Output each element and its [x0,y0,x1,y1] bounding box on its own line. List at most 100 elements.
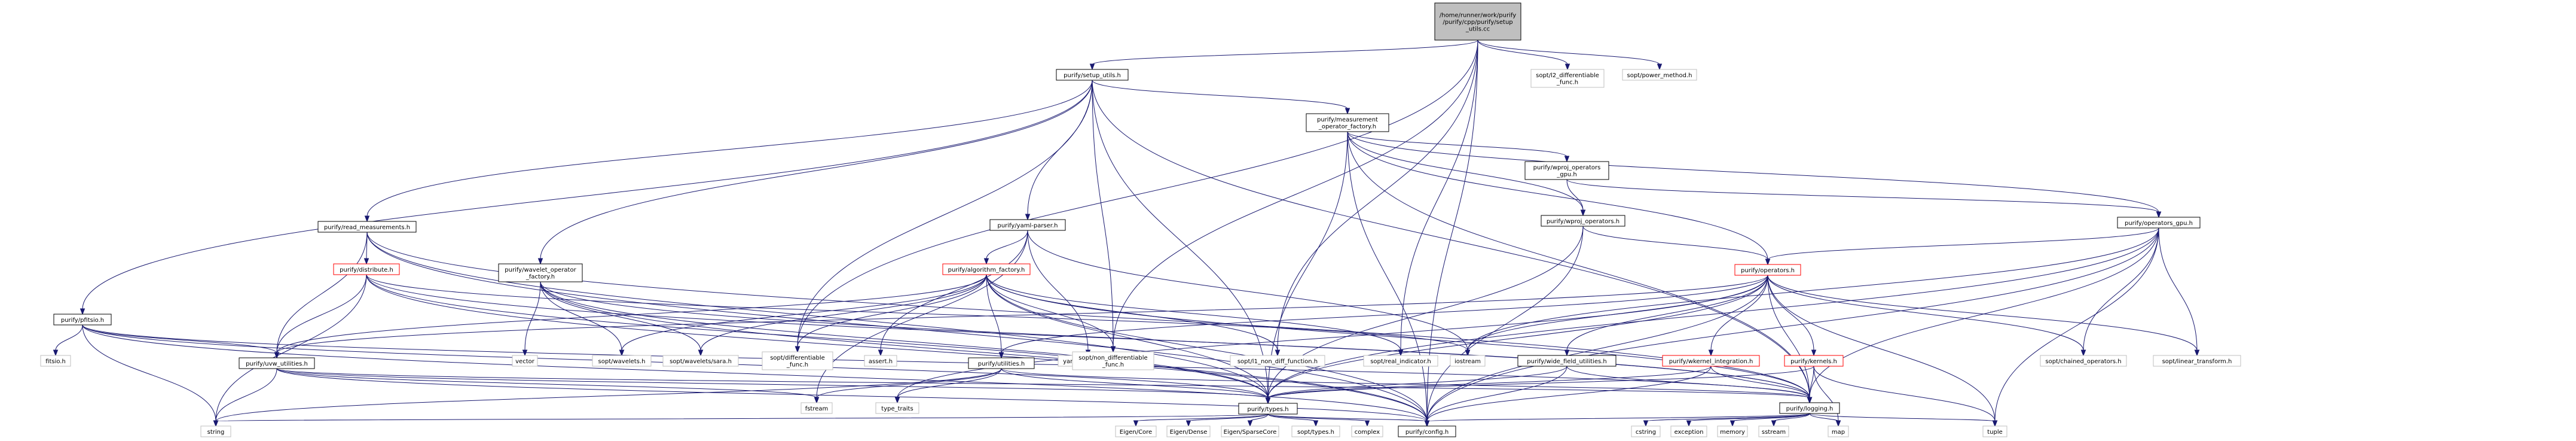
edge-operators_gpu-to-chained [2080,227,2159,357]
node-setup_utils[interactable]: purify/setup_utils.h [1056,69,1129,81]
edge-types-to-complex [1267,413,1370,427]
node-box [1434,2,1521,41]
edge-types-to-sopt_types [1267,413,1319,427]
edge-yaml_parser-to-assert [878,230,1028,357]
node-kernels[interactable]: purify/kernels.h [1784,355,1844,367]
edge-algorithm_factory-to-real_indicator [986,274,1404,357]
node-label: purify/wkernel_integration.h [1669,358,1753,365]
edge-root-to-config [1424,39,1478,427]
node-box [1982,425,2007,437]
node-label: sopt/wavelets.h [598,358,646,365]
node-label: complex [1355,429,1380,436]
node-wproj_gpu[interactable]: purify/wproj_operators_gpu.h [1524,161,1609,180]
node-label: memory [1720,429,1745,436]
node-chained: sopt/chained_operators.h [2040,355,2127,367]
node-box [1524,161,1609,180]
node-logging[interactable]: purify/logging.h [1779,402,1840,414]
node-wide_field[interactable]: purify/wide_field_utilities.h [1517,355,1617,367]
node-label: purify/algorithm_factory.h [948,267,1025,273]
node-diff_func: sopt/differentiable_func.h [762,351,833,370]
node-string: string [200,425,231,437]
edge-operators_gpu-to-config [1424,227,2159,427]
node-label: purify/wproj_operators [1533,165,1601,171]
node-real_indicator: sopt/real_indicator.h [1363,355,1438,367]
node-config[interactable]: purify/config.h [1398,425,1456,437]
edge-logging-to-sstream [1771,413,1810,427]
graph-edges [53,39,2200,427]
node-label: string [207,429,225,436]
node-tuple: tuple [1982,425,2007,437]
node-label: map [1832,429,1845,436]
edge-operators-to-logging [1767,275,1813,404]
edge-types-to-eigen_core [1133,413,1269,427]
node-algorithm_factory[interactable]: purify/algorithm_factory.h [942,263,1031,275]
node-box [875,402,919,414]
node-box [592,355,652,367]
node-pfitsio[interactable]: purify/pfitsio.h [53,314,112,326]
edge-setup_utils-to-measurement_factory [1092,80,1350,115]
edge-operators-to-utilities [998,275,1768,359]
edge-algorithm_factory-to-wavelets_sara [698,274,987,357]
edge-wproj_gpu-to-operators_gpu [1566,179,2162,218]
edge-types-to-string [213,413,1269,427]
edge-types-to-eigen_sparse [1247,413,1269,427]
edge-kernels-to-types [1265,366,1814,404]
node-label: /home/runner/work/purify [1440,12,1516,19]
node-label: _func.h [1102,362,1124,369]
node-wkernel[interactable]: purify/wkernel_integration.h [1662,355,1760,367]
node-box [1115,425,1157,437]
edge-distribute-to-logging [366,274,1813,404]
node-box [200,425,231,437]
node-yaml_parser[interactable]: purify/yaml-parser.h [989,219,1066,231]
node-utilities[interactable]: purify/utilities.h [968,357,1035,369]
node-box [1517,355,1617,367]
node-label: /purify/cpp/purify/setup [1443,19,1512,26]
node-fstream: fstream [800,402,833,414]
node-label: iostream [1454,358,1481,365]
node-label: purify/distribute.h [340,267,393,273]
node-box [1622,69,1697,81]
edge-uvw-to-logging [276,368,1813,404]
node-read_measurements[interactable]: purify/read_measurements.h [317,221,417,233]
node-box [1230,355,1325,367]
edge-measurement_factory-to-config [1347,131,1430,427]
node-operators_gpu[interactable]: purify/operators_gpu.h [2117,217,2201,229]
edge-pfitsio-to-uvw [82,324,280,359]
node-uvw[interactable]: purify/uvw_utilities.h [239,357,315,369]
node-wavelet_factory[interactable]: purify/wavelet_operator_factory.h [498,263,583,282]
edge-read_measurements-to-uvw [274,232,368,359]
edge-wproj-to-operators [1582,226,1771,266]
edge-operators-to-uvw [274,275,1768,359]
node-wproj[interactable]: purify/wproj_operators.h [1541,215,1625,227]
edge-setup_utils-to-yaml_parser [1025,80,1093,221]
edge-root-to-setup_utils [1089,39,1478,71]
node-box [1291,425,1340,437]
edge-operators-to-kernels [1767,275,1817,357]
edge-pfitsio-to-fitsio [53,324,83,357]
node-distribute[interactable]: purify/distribute.h [333,263,400,275]
node-box [1541,215,1625,227]
node-label: sstream [1762,429,1786,436]
node-operators[interactable]: purify/operators.h [1734,264,1801,276]
edge-operators_gpu-to-logging [1807,227,2159,404]
edge-operators-to-wide_field [1564,275,1768,357]
node-non_diff: sopt/non_differentiable_func.h [1072,351,1154,370]
edge-algorithm_factory-to-config [986,274,1430,427]
node-label: fitsio.h [45,358,66,365]
node-label: Eigen/Core [1120,429,1152,436]
node-label: purify/logging.h [1786,406,1834,412]
node-measurement_factory[interactable]: purify/measurement_operator_factory.h [1306,113,1389,132]
edge-algorithm_factory-to-diff_func [795,274,987,353]
node-type_traits: type_traits [875,402,919,414]
node-root[interactable]: /home/runner/work/purify/purify/cpp/puri… [1434,2,1521,41]
node-label: _factory.h [525,274,555,281]
node-iostream: iostream [1450,355,1486,367]
node-box [1056,69,1129,81]
node-types[interactable]: purify/types.h [1238,403,1298,415]
node-label: sopt/non_differentiable [1078,355,1147,361]
edge-operators_gpu-to-operators [1765,227,2159,266]
node-label: purify/measurement [1317,117,1378,123]
node-label: vector [515,358,535,365]
node-linear_transform: sopt/linear_transform.h [2153,355,2241,367]
node-box [1166,425,1211,437]
